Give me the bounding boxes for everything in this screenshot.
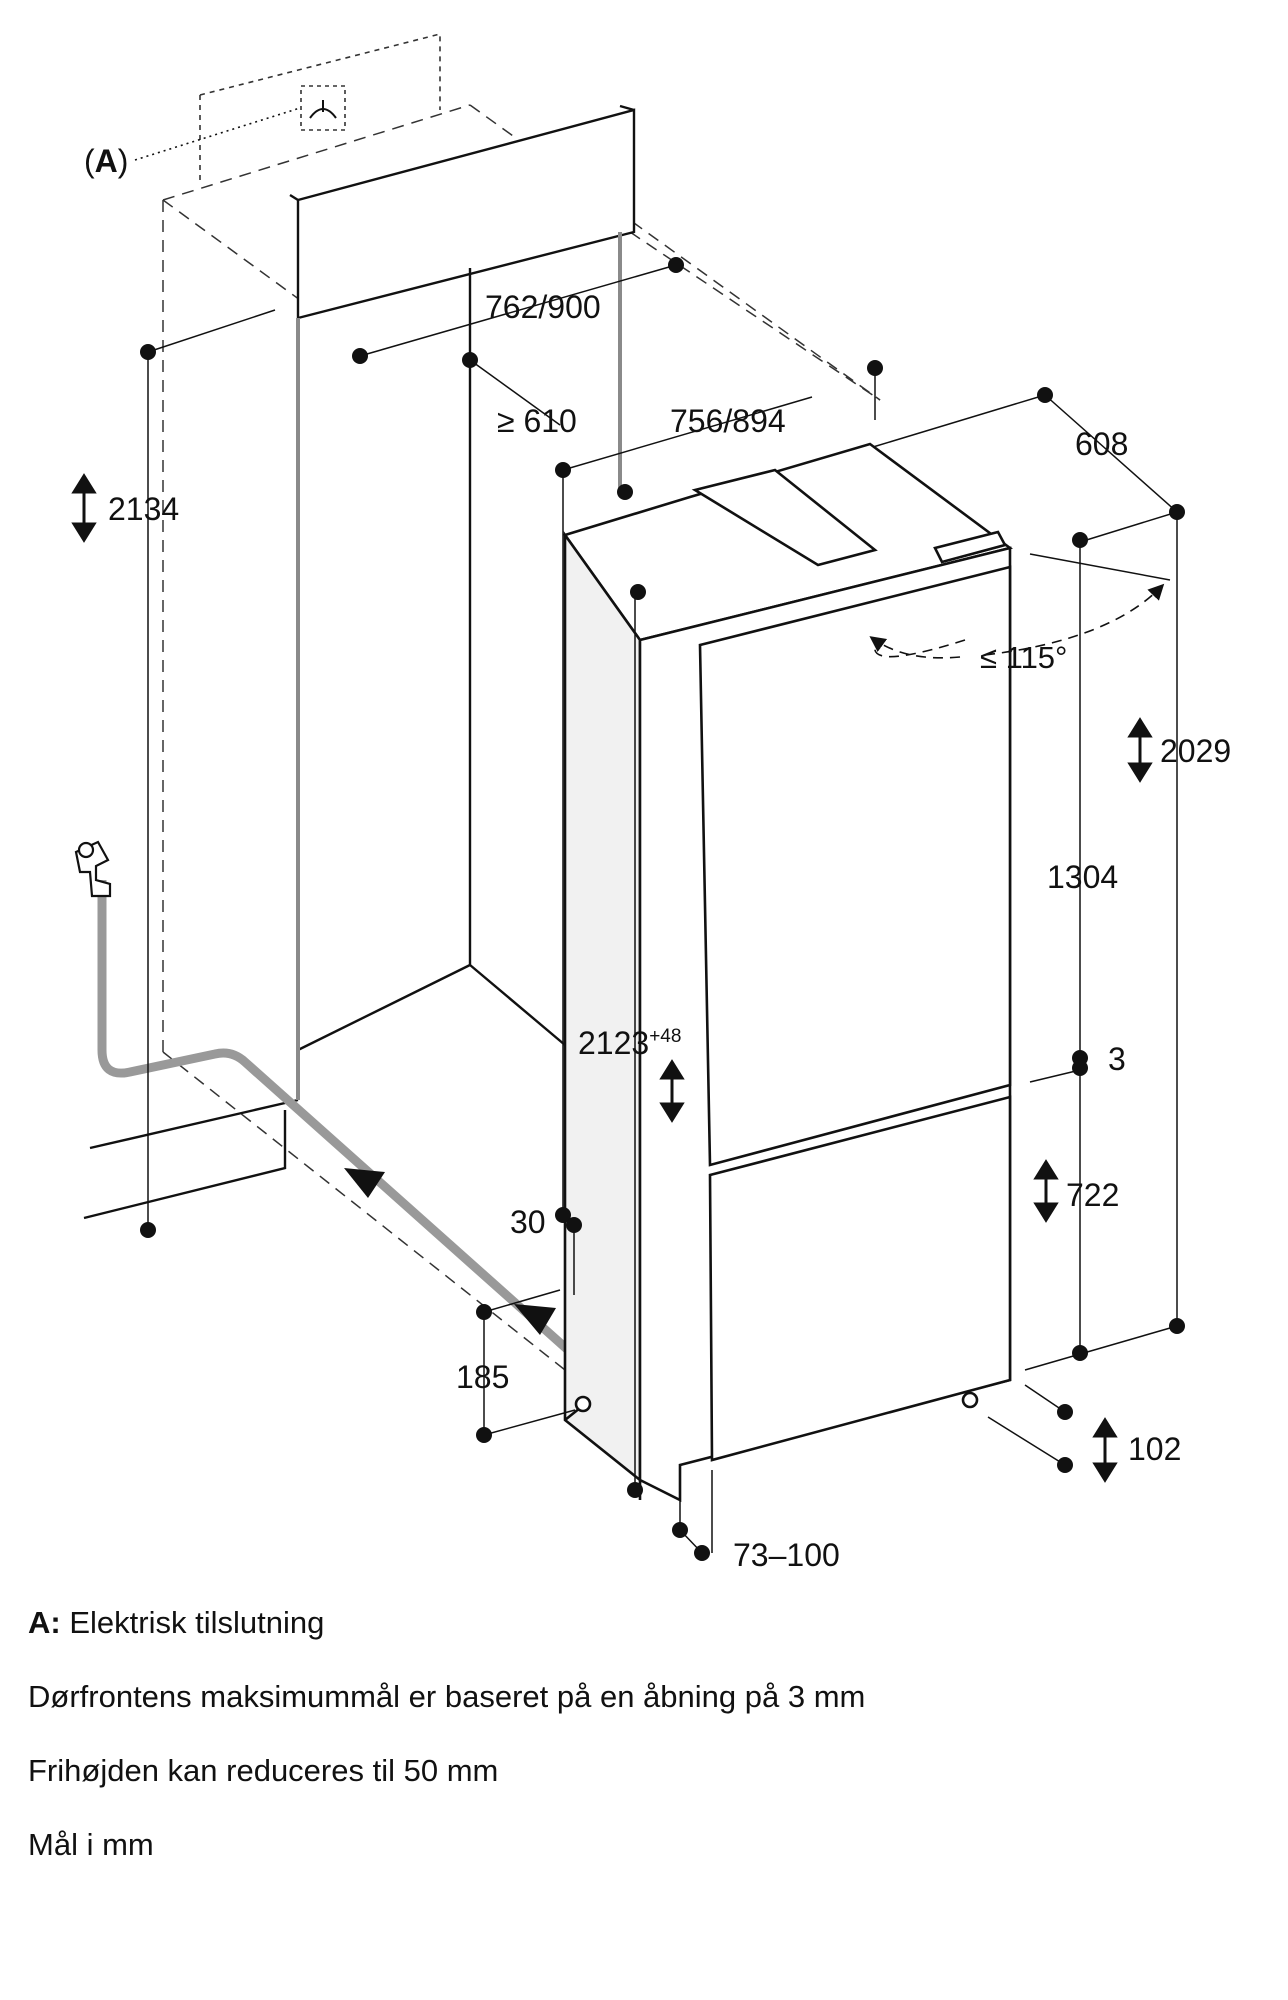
door-offset-label: 73–100 — [733, 1537, 840, 1573]
dimension-lines — [147, 264, 1178, 1554]
niche-side-lines — [296, 232, 622, 1100]
callout-label: (A) — [84, 143, 128, 179]
refrigerator — [562, 442, 1013, 1503]
note-door-front: Dørfrontens maksimummål er baseret på en… — [28, 1679, 866, 1714]
door-gap-label: 3 — [1108, 1041, 1126, 1077]
dimension-points — [140, 257, 1185, 1561]
door-swing-arc — [869, 583, 1165, 659]
note-units: Mål i mm — [28, 1827, 154, 1862]
cavity-width-label: 762/900 — [485, 289, 601, 325]
side-gap-label: 30 — [510, 1204, 546, 1240]
cavity-height-label: 2134 — [108, 491, 179, 527]
lower-door-height-label: 722 — [1066, 1177, 1119, 1213]
water-tap-icon — [74, 840, 112, 898]
plinth-height-label: 185 — [456, 1359, 509, 1395]
note-electrical-connection: A: Elektrisk tilslutning — [28, 1605, 324, 1641]
electrical-connection-box — [134, 32, 441, 185]
water-supply-pipe — [97, 880, 571, 1354]
note-key: A: — [28, 1605, 61, 1640]
foot-height-label: 102 — [1128, 1431, 1181, 1467]
door-angle-label: ≤ 115° — [980, 640, 1067, 675]
niche-walls — [83, 104, 636, 1220]
upper-door-height-label: 1304 — [1047, 859, 1118, 895]
note-clearance: Frihøjden kan reduceres til 50 mm — [28, 1753, 499, 1788]
installation-diagram: (A) 762/900 2134 ≥ 610 756/894 608 ≤ 115… — [71, 32, 1231, 1573]
cavity-depth-label: ≥ 610 — [497, 403, 577, 439]
flow-arrows — [344, 1168, 556, 1335]
note-text: Elektrisk tilslutning — [69, 1605, 325, 1640]
overall-height-label: 2029 — [1160, 733, 1231, 769]
double-arrows — [71, 473, 1153, 1483]
appliance-depth-label: 608 — [1075, 426, 1128, 462]
niche-height-label: 2123+48 — [578, 1025, 681, 1061]
appliance-width-label: 756/894 — [670, 403, 786, 439]
